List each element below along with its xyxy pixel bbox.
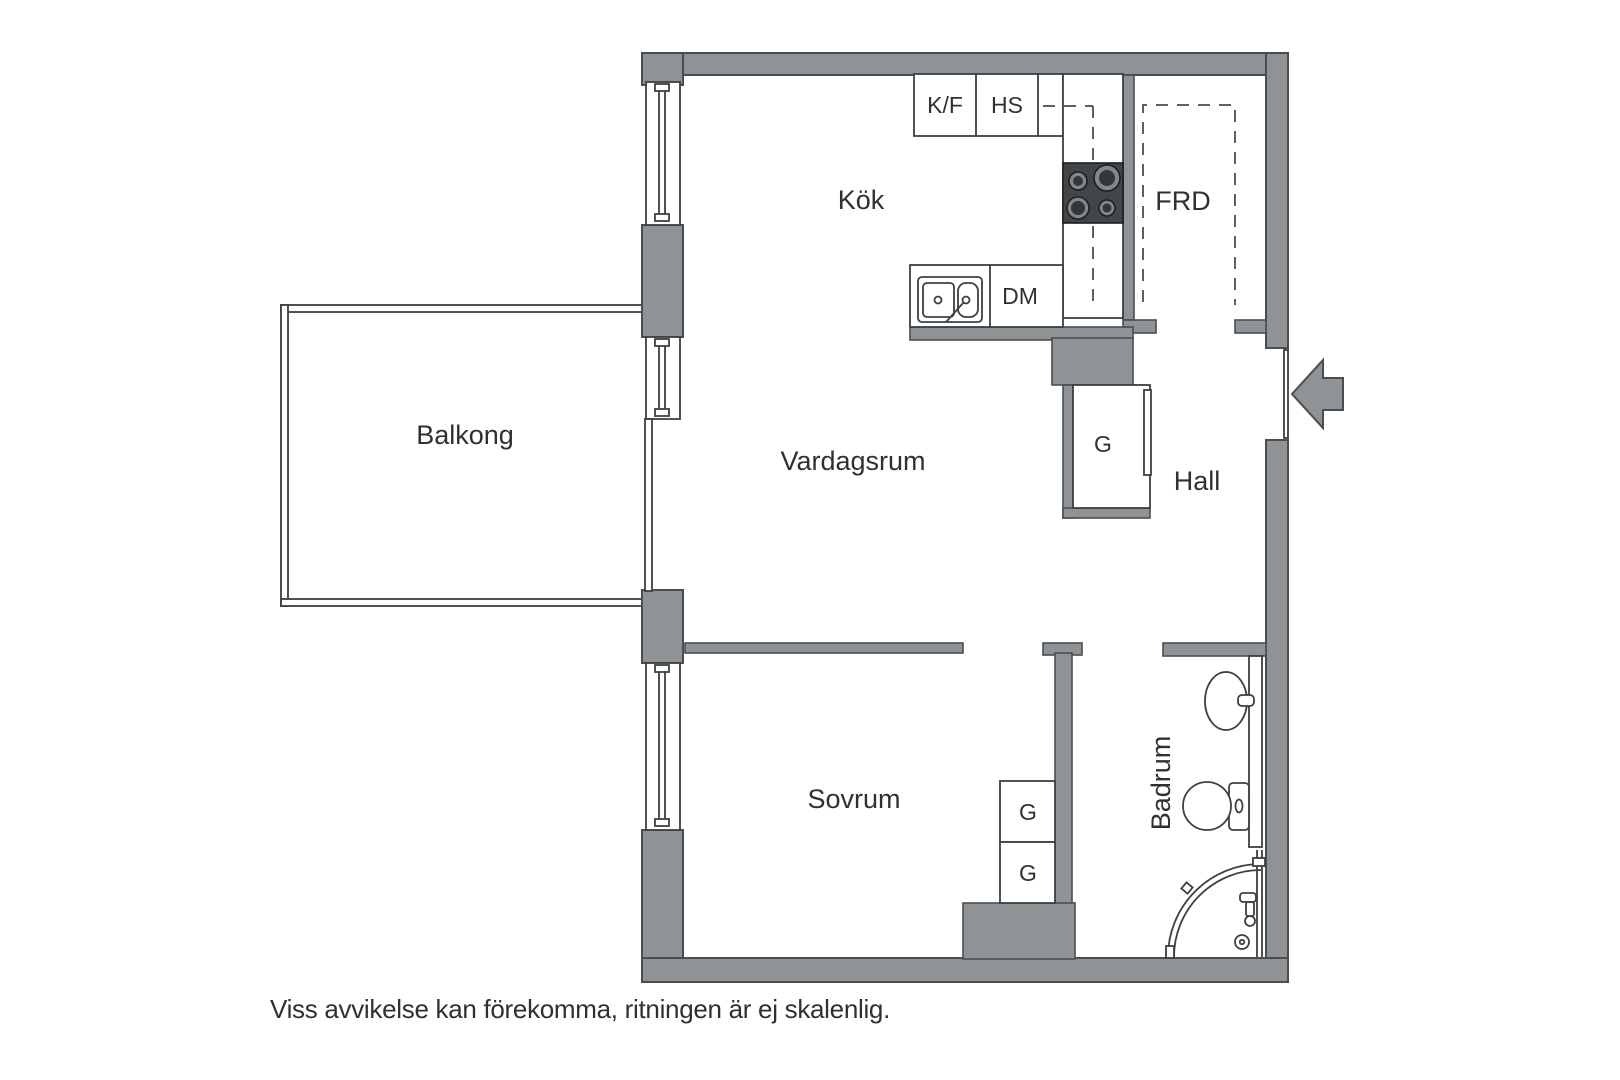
wall-segment-left-a — [641, 52, 684, 86]
wall-closet-left — [1062, 384, 1074, 519]
balcony-walls — [280, 304, 648, 607]
wall-segment-top — [641, 52, 1289, 76]
kitchen — [909, 73, 1124, 328]
wall-segment-left-d — [641, 829, 684, 959]
wall-sovrum-hall — [1054, 652, 1073, 906]
room-label-balkong: Balkong — [416, 420, 514, 450]
label-dishwasher: DM — [1002, 283, 1038, 309]
stove-icon — [1062, 162, 1124, 224]
wall-closet-bottom — [1062, 507, 1151, 519]
label-wardrobe-1: G — [1019, 799, 1037, 825]
storage-dashed-outline — [1142, 104, 1236, 305]
room-label-sovrum: Sovrum — [807, 784, 900, 814]
sink-icon — [917, 276, 983, 323]
bathroom-fixtures — [1165, 671, 1266, 959]
window — [645, 336, 681, 420]
wall-kitchen-hall — [1051, 337, 1134, 386]
label-wardrobe-2: G — [1019, 860, 1037, 886]
entrance — [1283, 349, 1344, 439]
balcony-wall-top — [280, 304, 648, 313]
counter-dashed-line — [1043, 105, 1094, 302]
shower-fixture-icon — [1239, 892, 1257, 927]
interior-walls — [684, 74, 1267, 960]
label-wardrobe-hall: G — [1094, 431, 1112, 457]
wall-segment-left-c — [641, 589, 684, 664]
entrance-arrow-icon — [1290, 357, 1344, 431]
window — [645, 662, 681, 831]
wall-sovrum-corner-block — [962, 902, 1076, 960]
label-tall-cabinet: HS — [991, 92, 1023, 118]
hall-closet-box — [1072, 384, 1151, 509]
label-fridge-freezer: K/F — [927, 92, 963, 118]
room-label-badrum: Badrum — [1146, 736, 1176, 831]
wall-frd-bottom-right — [1234, 319, 1267, 334]
wall-segment-bottom — [641, 957, 1289, 983]
hall-closet — [1072, 384, 1152, 509]
wall-kitchen-frd — [1122, 74, 1135, 321]
wall-segment-right-upper — [1265, 52, 1289, 349]
bathroom-sink-icon — [1204, 671, 1255, 731]
shower-icon — [1165, 850, 1266, 959]
balcony-wall-left — [280, 304, 289, 607]
window — [645, 81, 681, 226]
toilet-icon — [1182, 781, 1250, 831]
wall-badrum-top — [1162, 642, 1267, 657]
outer-walls — [641, 52, 1289, 983]
room-label-frd: FRD — [1155, 186, 1211, 216]
wardrobe-box — [999, 841, 1056, 904]
wall-badrum-fixture — [1248, 655, 1263, 848]
disclaimer-text: Viss avvikelse kan förekomma, ritningen … — [270, 994, 890, 1024]
entrance-door — [1283, 349, 1289, 439]
closet-door — [1143, 389, 1152, 476]
balcony-wall-bottom — [280, 598, 648, 607]
room-label-kok: Kök — [838, 185, 885, 215]
wall-sovrum-top — [684, 642, 964, 654]
wall-segment-right-lower — [1265, 439, 1289, 983]
wall-segment-left-b — [641, 224, 684, 338]
windows — [644, 81, 681, 831]
room-label-vardagsrum: Vardagsrum — [780, 446, 925, 476]
room-label-hall: Hall — [1174, 466, 1221, 496]
drain-icon — [1234, 934, 1250, 950]
bedroom-wardrobes — [999, 780, 1056, 904]
balcony-door — [644, 418, 653, 592]
